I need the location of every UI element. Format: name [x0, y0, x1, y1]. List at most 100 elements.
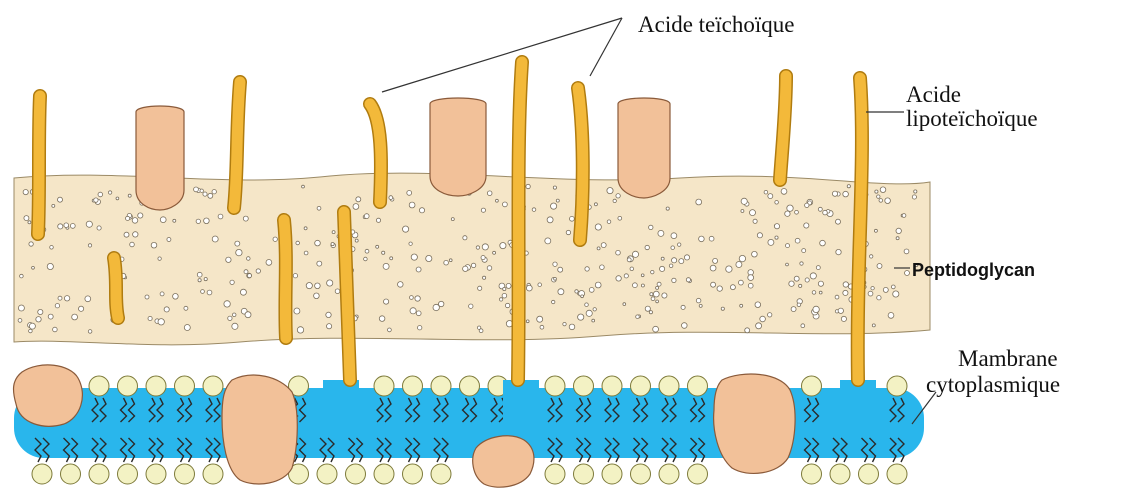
peptidoglycan-particle — [553, 262, 557, 266]
peptidoglycan-particle — [479, 329, 483, 333]
peptidoglycan-particle — [594, 203, 597, 206]
peptidoglycan-particle — [130, 242, 135, 247]
lipid-head — [146, 464, 166, 484]
peptidoglycan-particle — [586, 310, 592, 316]
peptidoglycan-particle — [787, 205, 793, 211]
peptidoglycan-particle — [872, 324, 875, 327]
peptidoglycan-particle — [411, 254, 417, 260]
peptidoglycan-particle — [151, 242, 157, 248]
lipid-head — [574, 464, 594, 484]
peptidoglycan-particle — [228, 316, 232, 320]
peptidoglycan-particle — [526, 285, 532, 291]
leader-line — [382, 18, 622, 92]
peptidoglycan-particle — [72, 314, 78, 320]
peptidoglycan-particle — [801, 324, 805, 328]
peptidoglycan-particle — [409, 202, 415, 208]
peptidoglycan-particle — [398, 282, 404, 288]
peptidoglycan-particle — [240, 289, 246, 295]
peptidoglycan-particle — [650, 293, 653, 296]
lipid-head — [118, 464, 138, 484]
lipid-head — [203, 376, 223, 396]
peptidoglycan-particle — [618, 216, 622, 220]
peptidoglycan-particle — [331, 243, 334, 246]
peptidoglycan-particle — [167, 238, 171, 242]
peptidoglycan-particle — [812, 291, 816, 295]
peptidoglycan-particle — [471, 263, 475, 267]
peptidoglycan-particle — [218, 214, 223, 219]
peptidoglycan-particle — [843, 282, 848, 287]
peptidoglycan-particle — [158, 257, 161, 260]
peptidoglycan-particle — [353, 204, 359, 210]
peptidoglycan-particle — [148, 316, 152, 320]
lipoteichoic-acid-strand — [858, 78, 862, 380]
peptidoglycan-particle — [29, 329, 33, 333]
peptidoglycan-particle — [893, 291, 899, 297]
peptidoglycan-particle — [711, 282, 716, 287]
peptidoglycan-particle — [755, 302, 761, 308]
peptidoglycan-particle — [499, 298, 502, 301]
lipid-head — [89, 464, 109, 484]
peptidoglycan-particle — [410, 308, 416, 314]
peptidoglycan-particle — [482, 244, 488, 250]
peptidoglycan-particle — [224, 301, 230, 307]
peptidoglycan-particle — [799, 284, 802, 287]
peptidoglycan-particle — [736, 262, 742, 268]
peptidoglycan-particle — [18, 319, 22, 323]
label-membrane-line2: cytoplasmique — [926, 372, 1060, 398]
peptidoglycan-particle — [48, 314, 53, 319]
peptidoglycan-particle — [710, 265, 716, 271]
peptidoglycan-particle — [418, 326, 422, 330]
peptidoglycan-particle — [18, 305, 24, 311]
peptidoglycan-particle — [641, 274, 644, 277]
peptidoglycan-particle — [383, 263, 389, 269]
peptidoglycan-particle — [823, 210, 828, 215]
peptidoglycan-particle — [85, 296, 91, 302]
peptidoglycan-particle — [236, 249, 242, 255]
membrane-protein — [222, 375, 297, 484]
lipid-head — [175, 464, 195, 484]
peptidoglycan-particle — [595, 224, 601, 230]
peptidoglycan-particle — [273, 237, 277, 241]
peptidoglycan-particle — [551, 203, 557, 209]
peptidoglycan-particle — [315, 240, 321, 246]
peptidoglycan-particle — [235, 241, 240, 246]
peptidoglycan-particle — [904, 249, 909, 254]
lipid-head — [545, 464, 565, 484]
peptidoglycan-particle — [204, 278, 207, 281]
peptidoglycan-particle — [451, 218, 454, 221]
teichoic-acid-strand — [114, 258, 118, 318]
lipid-head — [89, 376, 109, 396]
peptidoglycan-particle — [575, 290, 578, 293]
peptidoglycan-particle — [64, 223, 69, 228]
peptidoglycan-particle — [32, 266, 35, 269]
peptidoglycan-particle — [750, 210, 756, 216]
teichoic-acid-strand — [780, 76, 786, 180]
peptidoglycan-particle — [200, 189, 203, 192]
peptidoglycan-particle — [554, 277, 557, 280]
peptidoglycan-particle — [653, 326, 659, 332]
peptidoglycan-particle — [661, 257, 664, 260]
peptidoglycan-particle — [682, 323, 688, 329]
peptidoglycan-particle — [666, 207, 669, 210]
peptidoglycan-particle — [739, 255, 745, 261]
peptidoglycan-particle — [379, 316, 385, 322]
lipid-head — [32, 464, 52, 484]
peptidoglycan-particle — [203, 192, 207, 196]
peptidoglycan-particle — [29, 323, 35, 329]
peptidoglycan-particle — [230, 280, 234, 284]
peptidoglycan-particle — [641, 284, 644, 287]
peptidoglycan-particle — [789, 281, 794, 286]
peptidoglycan-particle — [699, 236, 705, 242]
peptidoglycan-particle — [835, 295, 839, 299]
peptidoglycan-particle — [138, 213, 143, 218]
peptidoglycan-particle — [624, 274, 628, 278]
peptidoglycan-particle — [79, 306, 84, 311]
peptidoglycan-particle — [569, 324, 575, 330]
peptidoglycan-particle — [487, 266, 492, 271]
peptidoglycan-particle — [713, 258, 718, 263]
peptidoglycan-particle — [500, 243, 506, 249]
peptidoglycan-particle — [537, 316, 543, 322]
peptidoglycan-particle — [184, 325, 190, 331]
peptidoglycan-particle — [419, 208, 424, 213]
peptidoglycan-particle — [317, 261, 322, 266]
